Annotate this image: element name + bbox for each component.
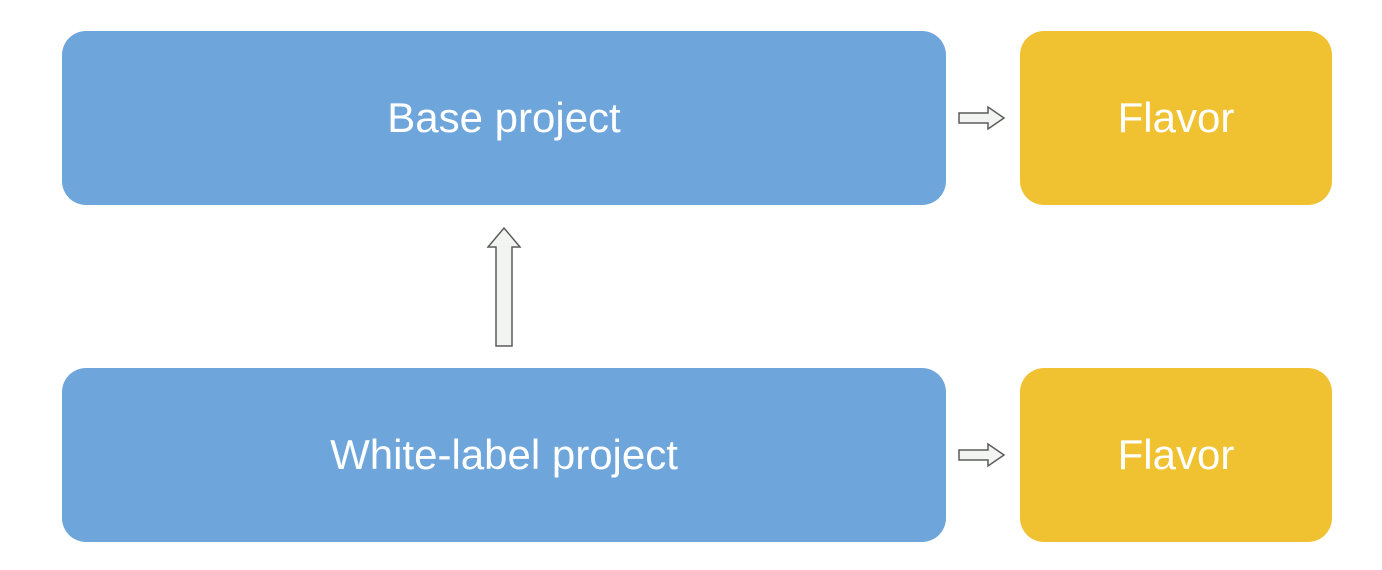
arrow-right-icon-top bbox=[958, 105, 1006, 131]
arrow-up-shape bbox=[486, 226, 522, 347]
flavor-label-bottom: Flavor bbox=[1117, 431, 1235, 478]
flavor-box-bottom: Flavor bbox=[1020, 368, 1332, 542]
arrow-right-shape-top bbox=[958, 105, 1006, 131]
base-project-box: Base project bbox=[62, 31, 946, 205]
white-label-project-box: White-label project bbox=[62, 368, 946, 542]
arrow-right-shape-bottom bbox=[958, 442, 1006, 468]
base-project-label: Base project bbox=[387, 94, 621, 141]
arrow-right-icon-bottom bbox=[958, 442, 1006, 468]
flavor-box-top: Flavor bbox=[1020, 31, 1332, 205]
arrow-up-icon bbox=[486, 226, 522, 347]
flavor-label-top: Flavor bbox=[1117, 94, 1235, 141]
white-label-project-label: White-label project bbox=[330, 431, 678, 478]
